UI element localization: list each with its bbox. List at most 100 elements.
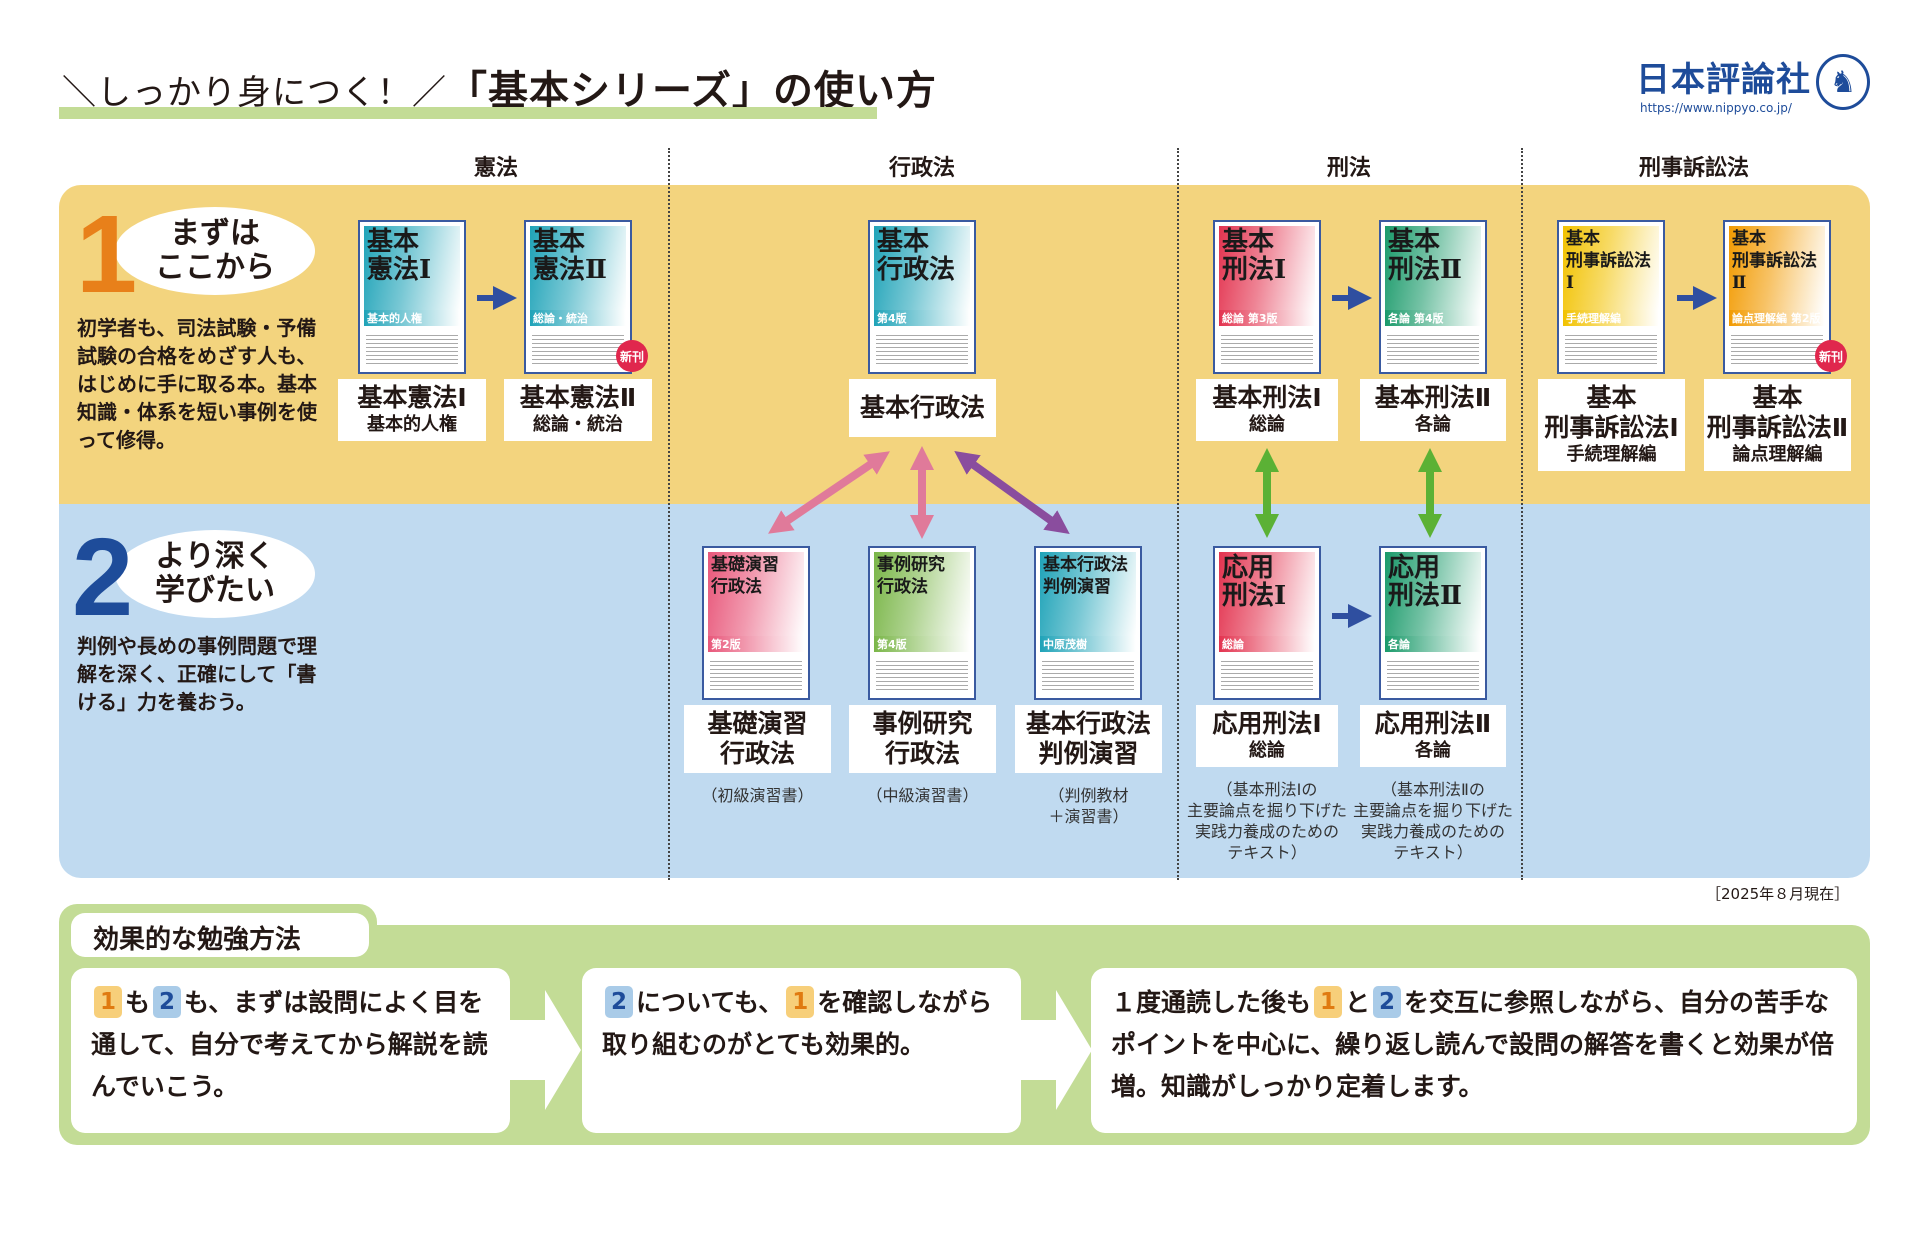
book-subtitle: 各論: [1415, 740, 1451, 761]
publisher-logo[interactable]: 日本評論社 https://www.nippyo.co.jp/ ♞: [1636, 52, 1876, 116]
book-label[interactable]: 基礎演習 行政法: [684, 705, 831, 773]
book-label[interactable]: 基本憲法Ⅱ 総論・統治: [504, 379, 652, 441]
book-cover-title: 基本 刑法Ⅱ: [1385, 226, 1481, 310]
book-title: 基本 刑事訴訟法Ⅰ: [1544, 383, 1679, 442]
book-cover[interactable]: 基本 刑事訴訟法Ⅱ 論点理解編 第2版: [1723, 220, 1831, 374]
book-subtitle: 論点理解編: [1732, 444, 1823, 465]
book-cover[interactable]: 基本 刑事訴訟法Ⅰ 手続理解編: [1557, 220, 1665, 374]
book-note: （中級演習書）: [866, 786, 979, 805]
cover-text-lines: [1565, 332, 1657, 366]
book-note: （判例教材 ＋演習書）: [1048, 786, 1129, 826]
book-cover-title: 応用 刑法Ⅱ: [1385, 552, 1481, 636]
cover-text-lines: [532, 332, 624, 366]
column-divider: [668, 148, 670, 880]
book-note: （基本刑法Ⅱの 主要論点を掘り下げた 実践力養成のための テキスト）: [1352, 780, 1513, 862]
book-cover[interactable]: 基本 憲法Ⅱ 総論・統治: [524, 220, 632, 374]
cover-text-lines: [710, 658, 802, 692]
book-title: 応用刑法Ⅰ: [1212, 709, 1322, 738]
book-title: 基礎演習 行政法: [707, 709, 808, 768]
book-cover[interactable]: 応用 刑法Ⅰ 総論: [1213, 546, 1321, 700]
double-arrow-icon: [954, 450, 1070, 535]
book-cover-title: 基本 刑法Ⅰ: [1219, 226, 1315, 310]
book-cover-title: 基本 刑事訴訟法Ⅱ: [1729, 226, 1825, 310]
book-cover[interactable]: 応用 刑法Ⅱ 各論: [1379, 546, 1487, 700]
book-title: 基本刑法Ⅱ: [1374, 383, 1492, 412]
new-release-badge: 新刊: [616, 340, 648, 372]
book-title: 基本憲法Ⅱ: [519, 383, 637, 412]
thinker-emblem-icon: ♞: [1816, 54, 1870, 110]
flow-arrow-icon: [505, 990, 581, 1110]
column-header-criminal: 刑法: [1326, 156, 1372, 181]
book-cover[interactable]: 基本 憲法Ⅰ 基本的人権: [358, 220, 466, 374]
book-subtitle: 総論・統治: [533, 414, 623, 435]
logo-url-link[interactable]: https://www.nippyo.co.jp/: [1640, 101, 1792, 115]
cover-text-lines: [1731, 332, 1823, 366]
book-title: 基本 刑事訴訟法Ⅱ: [1706, 383, 1849, 442]
book-cover-title: 基本 憲法Ⅱ: [530, 226, 626, 310]
step1-chip: 1: [94, 986, 122, 1018]
book-cover-subtitle: 総論 第3版: [1219, 310, 1315, 326]
book-subtitle: 手続理解編: [1566, 444, 1657, 465]
book-label[interactable]: 基本刑法Ⅰ 総論: [1196, 379, 1338, 441]
book-cover-subtitle: 中原茂樹: [1040, 636, 1136, 652]
book-cover-subtitle: 基本的人権: [364, 310, 460, 326]
book-subtitle: 総論: [1249, 740, 1285, 761]
step2-chip: 2: [1373, 986, 1402, 1018]
book-cover-title: 基礎演習 行政法: [708, 552, 804, 636]
cover-text-lines: [876, 332, 968, 366]
book-cover-title: 基本 憲法Ⅰ: [364, 226, 460, 310]
book-label[interactable]: 応用刑法Ⅰ 総論: [1196, 705, 1338, 767]
double-arrow-icon: [768, 451, 890, 534]
book-label[interactable]: 事例研究 行政法: [849, 705, 996, 773]
as-of-date: ［2025年８月現在］: [1706, 885, 1850, 903]
book-cover-subtitle: 手続理解編: [1563, 310, 1659, 326]
title-underline: [59, 107, 877, 119]
book-title: 基本刑法Ⅰ: [1212, 383, 1322, 412]
book-label[interactable]: 基本 刑事訴訟法Ⅱ 論点理解編: [1704, 379, 1851, 471]
book-label[interactable]: 基本 刑事訴訟法Ⅰ 手続理解編: [1538, 379, 1685, 471]
step2-chip: 2: [153, 986, 182, 1018]
column-divider: [1177, 148, 1179, 880]
step1-chip: 1: [1314, 986, 1343, 1018]
book-cover-title: 応用 刑法Ⅰ: [1219, 552, 1315, 636]
book-cover-subtitle: 論点理解編 第2版: [1729, 310, 1825, 326]
cover-text-lines: [1221, 658, 1313, 692]
book-cover[interactable]: 基本行政法 判例演習 中原茂樹: [1034, 546, 1142, 700]
new-release-badge: 新刊: [1815, 340, 1847, 372]
book-cover-title: 事例研究 行政法: [874, 552, 970, 636]
book-label[interactable]: 基本憲法Ⅰ 基本的人権: [338, 379, 486, 441]
book-subtitle: 各論: [1415, 414, 1451, 435]
book-cover[interactable]: 基本 刑法Ⅰ 総論 第3版: [1213, 220, 1321, 374]
book-note: （基本刑法Ⅰの 主要論点を掘り下げた 実践力養成のための テキスト）: [1186, 780, 1347, 862]
book-label[interactable]: 基本行政法 判例演習: [1015, 705, 1162, 773]
column-header-criminal-procedure: 刑事訴訟法: [1638, 156, 1750, 181]
step1-number: 1: [76, 193, 138, 316]
book-title: 事例研究 行政法: [872, 709, 973, 768]
book-label[interactable]: 応用刑法Ⅱ 各論: [1360, 705, 1506, 767]
column-divider: [1521, 148, 1523, 880]
cover-text-lines: [1387, 658, 1479, 692]
cover-text-lines: [876, 658, 968, 692]
book-label[interactable]: 基本行政法: [849, 379, 996, 437]
book-title: 基本行政法 判例演習: [1025, 709, 1151, 768]
flow-arrow-icon: [1016, 990, 1092, 1110]
book-cover-subtitle: 総論・統治: [530, 310, 626, 326]
book-cover[interactable]: 事例研究 行政法 第4版: [868, 546, 976, 700]
book-cover[interactable]: 基礎演習 行政法 第2版: [702, 546, 810, 700]
book-label[interactable]: 基本刑法Ⅱ 各論: [1360, 379, 1506, 441]
book-cover[interactable]: 基本 行政法 第4版: [868, 220, 976, 374]
page-title: ＼しっかり身につく！／「基本シリーズ」の使い方: [62, 68, 937, 114]
study-method-title: 効果的な勉強方法: [71, 913, 369, 957]
book-cover-subtitle: 第4版: [874, 636, 970, 652]
step2-number: 2: [72, 516, 134, 639]
book-cover-subtitle: 各論: [1385, 636, 1481, 652]
book-title: 応用刑法Ⅱ: [1374, 709, 1492, 738]
step1-bubble: まずはここから: [115, 207, 315, 295]
step2-chip: 2: [605, 986, 633, 1018]
book-cover-subtitle: 総論: [1219, 636, 1315, 652]
column-header-administrative: 行政法: [888, 156, 956, 181]
book-cover[interactable]: 基本 刑法Ⅱ 各論 第4版: [1379, 220, 1487, 374]
